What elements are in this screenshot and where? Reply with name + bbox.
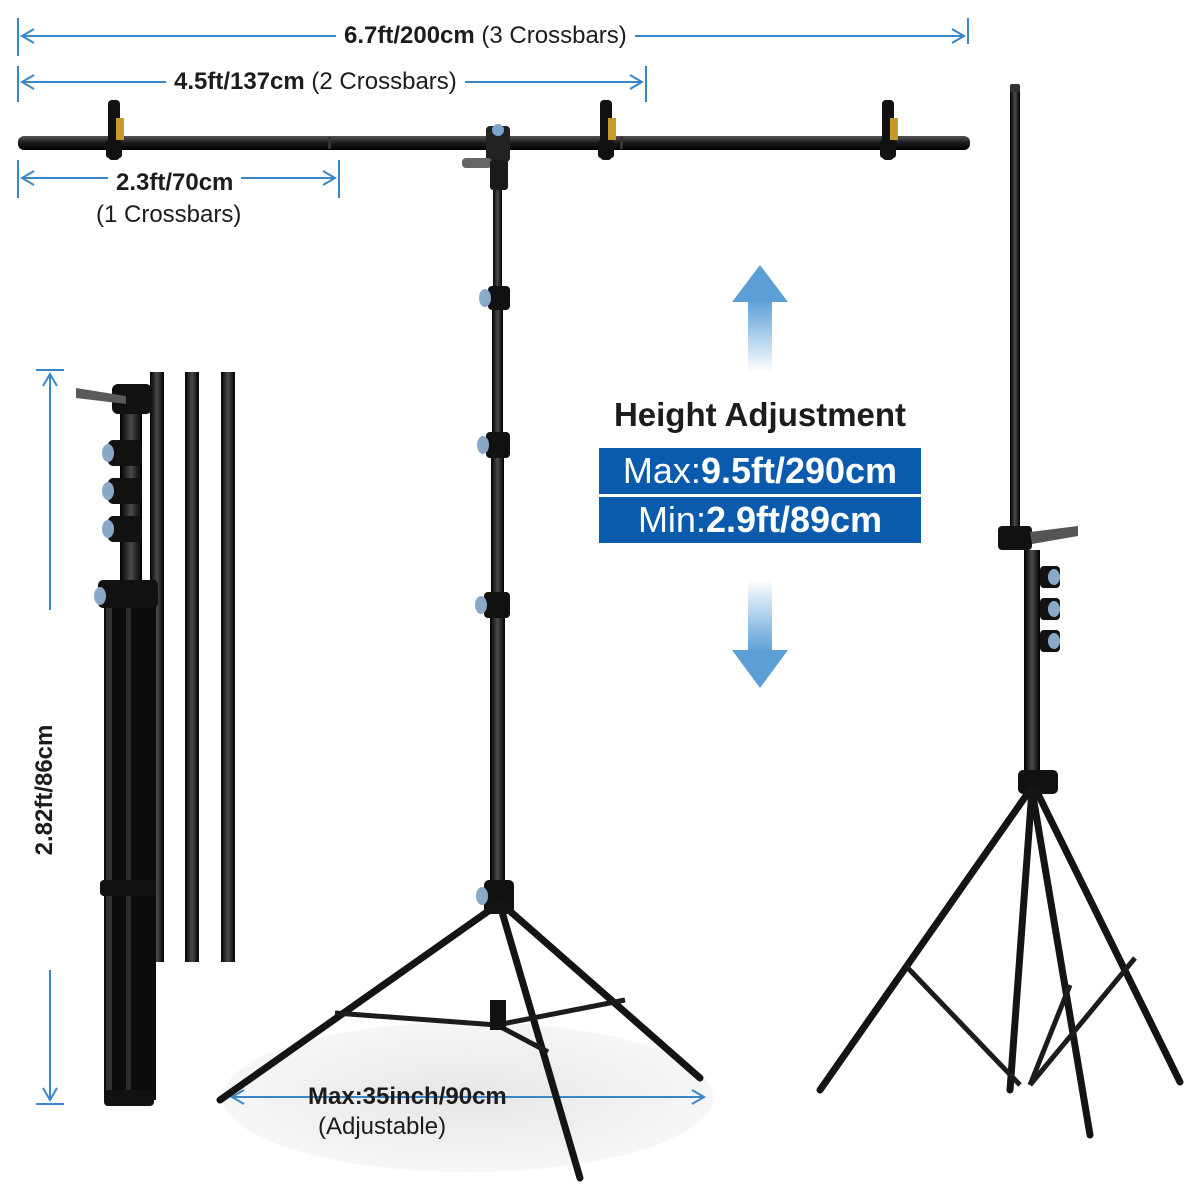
center-stand (216, 124, 704, 1182)
width-3-label: 6.7ft/200cm (3 Crossbars) (336, 24, 635, 48)
width-2-value: 4.5ft/137cm (174, 68, 305, 95)
leg-spread-value: Max:35inch/90cm (308, 1083, 507, 1110)
height-min-value: 2.9ft/89cm (705, 499, 883, 540)
height-max-box: Max:9.5ft/290cm (599, 448, 921, 494)
leg-spread-note: (Adjustable) (318, 1113, 447, 1140)
width-2-label: 4.5ft/137cm (2 Crossbars) (166, 70, 465, 94)
clamp-middle (598, 100, 616, 160)
height-max-prefix: Max: (622, 450, 701, 491)
folded-height-label: 2.82ft/86cm (31, 610, 59, 970)
width-3-note: (3 Crossbars) (481, 22, 627, 49)
height-min-box: Min:2.9ft/89cm (599, 497, 921, 543)
width-3-value: 6.7ft/200cm (344, 22, 475, 49)
height-adjustment-title: Height Adjustment (613, 396, 907, 433)
folded-stand (76, 372, 235, 1106)
height-min-prefix: Min: (637, 499, 706, 540)
height-max-value: 9.5ft/290cm (700, 450, 898, 491)
width-2-note: (2 Crossbars) (311, 68, 457, 95)
clamp-left (106, 100, 124, 160)
width-1-value: 2.3ft/70cm (108, 171, 242, 195)
right-stand (816, 84, 1184, 1139)
height-up-arrow (732, 265, 788, 372)
spring-clamps (106, 100, 898, 160)
height-down-arrow (732, 580, 788, 688)
clamp-right (880, 100, 898, 160)
width-1-note: (1 Crossbars) (96, 201, 242, 228)
